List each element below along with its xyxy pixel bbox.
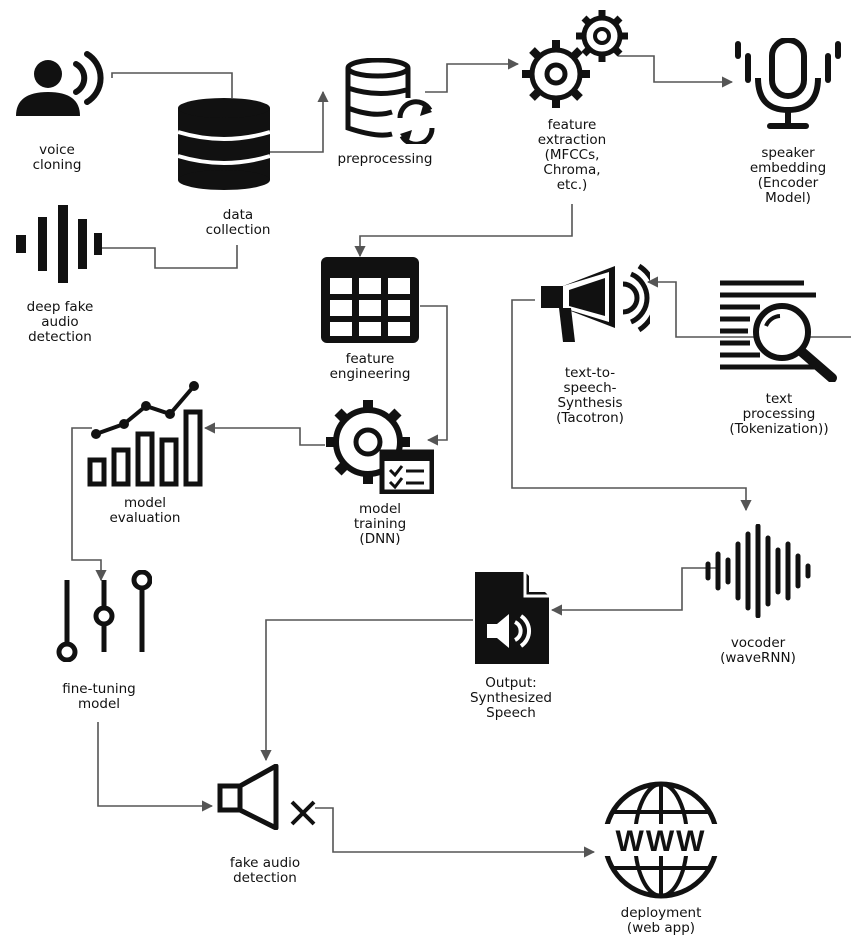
fine-tuning-label: fine-tuning model: [62, 681, 136, 712]
database-sync-icon: [345, 58, 435, 144]
www-text: WWW: [616, 825, 707, 858]
vocoder-label: vocoder (waveRNN): [720, 635, 796, 666]
feature-extraction-label: feature extraction (MFCCs, Chroma, etc.): [537, 117, 607, 193]
text-to-speech-label: text-to- speech- Synthesis (Tacotron): [556, 365, 624, 426]
deployment-label: deployment (web app): [620, 905, 702, 936]
muted-speaker-icon: [217, 764, 316, 830]
wire-features-to-engineering: [354, 204, 573, 258]
audio-file-icon: [475, 572, 549, 664]
data-collection-label: data collection: [205, 207, 271, 238]
wire-voice-to-data: [111, 72, 233, 98]
wire-fake-detection-to-deployment: [315, 807, 596, 858]
wire-deepfake-to-data: [102, 245, 238, 269]
speaker-embedding-label: speaker embedding (Encoder Model): [749, 145, 827, 206]
gear-checklist-icon: [326, 400, 434, 494]
fake-audio-detection-label: fake audio detection: [229, 855, 301, 886]
wire-vocoder-to-output: [550, 567, 716, 616]
document-search-icon: [720, 280, 837, 382]
deep-fake-audio-detection-label: deep fake audio detection: [26, 299, 94, 345]
megaphone-icon: [541, 263, 650, 342]
wire-training-to-evaluation: [203, 422, 325, 446]
database-icon: [177, 98, 271, 190]
speaking-person-icon: [16, 51, 104, 116]
voice-cloning-label: voice cloning: [32, 142, 82, 173]
bar-chart-icon: [87, 381, 203, 487]
text-processing-label: text processing (Tokenization)): [729, 391, 829, 437]
preprocessing-label: preprocessing: [337, 151, 433, 167]
wire-output-to-fake-detection: [260, 619, 473, 762]
model-evaluation-label: model evaluation: [109, 495, 181, 526]
wire-features-to-speaker: [618, 55, 734, 88]
wire-preprocessing-to-features: [425, 58, 520, 93]
microphone-icon: [735, 38, 841, 129]
output-label: Output: Synthesized Speech: [469, 675, 552, 721]
feature-engineering-label: feature engineering: [329, 351, 411, 382]
gears-icon: [522, 10, 628, 108]
wire-evaluation-to-finetuning: [71, 427, 107, 582]
wire-tts-to-vocoder: [511, 299, 752, 512]
globe-www-icon: WWW: [596, 781, 726, 899]
wire-finetuning-to-fake-detection: [97, 722, 214, 812]
wire-engineering-to-training: [420, 305, 448, 446]
sound-wave-icon: [705, 524, 811, 618]
sliders-icon: [56, 570, 152, 662]
wire-data-to-preprocessing: [268, 90, 329, 153]
table-icon: [321, 257, 419, 343]
audio-wave-icon: [16, 205, 102, 283]
model-training-label: model training (DNN): [353, 501, 407, 547]
